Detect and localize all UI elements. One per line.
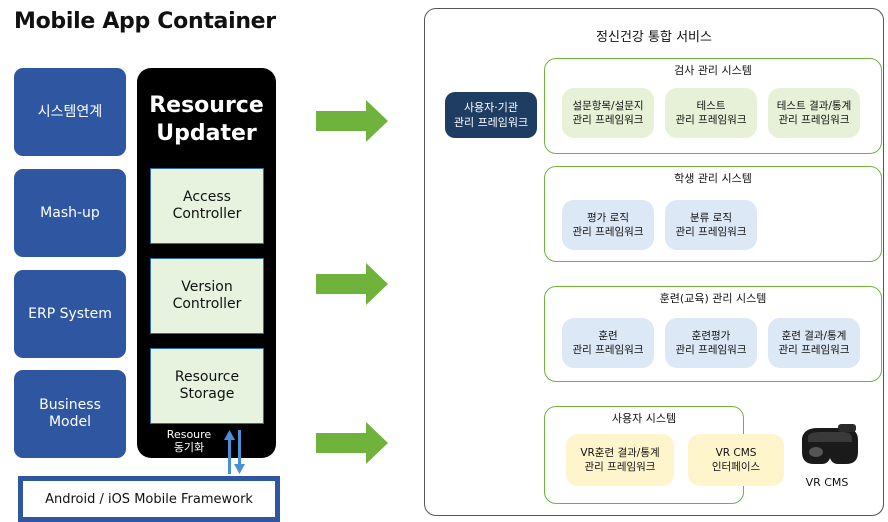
test-management-title: 검사 관리 시스템 — [674, 64, 752, 77]
user-system-title: 사용자 시스템 — [611, 412, 677, 425]
panel-title: 정신건강 통합 서비스 — [596, 30, 712, 45]
green-arrow-bottom — [316, 422, 388, 464]
vr-cms-interface-box: VR CMS 인터페이스 — [688, 434, 784, 486]
user-institution-framework-box: 사용자·기관 관리 프레임워크 — [445, 92, 537, 138]
evaluation-logic-box: 평가 로직 관리 프레임워크 — [562, 200, 654, 250]
vr-cms-label: VR CMS — [805, 476, 849, 489]
mashup-box: Mash-up — [14, 169, 126, 257]
vr-headset-icon — [802, 424, 858, 464]
access-controller-box: Access Controller — [150, 168, 264, 244]
survey-framework-box: 설문항목/설문지 관리 프레임워크 — [562, 88, 654, 138]
vr-training-result-box: VR훈련 결과/통계 관리 프레임워크 — [566, 434, 674, 486]
green-arrow-middle — [316, 263, 388, 305]
resource-sync-label: Resoure 동기화 — [166, 428, 212, 454]
training-management-title: 훈련(교육) 관리 시스템 — [659, 292, 767, 305]
green-arrow-top — [316, 100, 388, 142]
classification-logic-box: 분류 로직 관리 프레임워크 — [665, 200, 757, 250]
training-framework-box: 훈련 관리 프레임워크 — [562, 318, 654, 368]
resource-storage-box: Resource Storage — [150, 348, 264, 424]
version-controller-box: Version Controller — [150, 258, 264, 334]
diagram-title: Mobile App Container — [14, 9, 276, 34]
business-model-box: Business Model — [14, 370, 126, 458]
test-result-framework-box: 테스트 결과/통계 관리 프레임워크 — [768, 88, 860, 138]
mobile-framework-label: Android / iOS Mobile Framework — [45, 491, 253, 507]
training-evaluation-box: 훈련평가 관리 프레임워크 — [665, 318, 757, 368]
mobile-framework-box: Android / iOS Mobile Framework — [18, 476, 280, 522]
student-management-title: 학생 관리 시스템 — [674, 172, 752, 185]
system-integration-box: 시스템연계 — [14, 68, 126, 156]
test-framework-box: 테스트 관리 프레임워크 — [665, 88, 757, 138]
training-result-box: 훈련 결과/통계 관리 프레임워크 — [768, 318, 860, 368]
sync-arrows — [224, 430, 245, 474]
erp-system-box: ERP System — [14, 270, 126, 358]
resource-updater-title: Resource Updater — [149, 93, 264, 146]
